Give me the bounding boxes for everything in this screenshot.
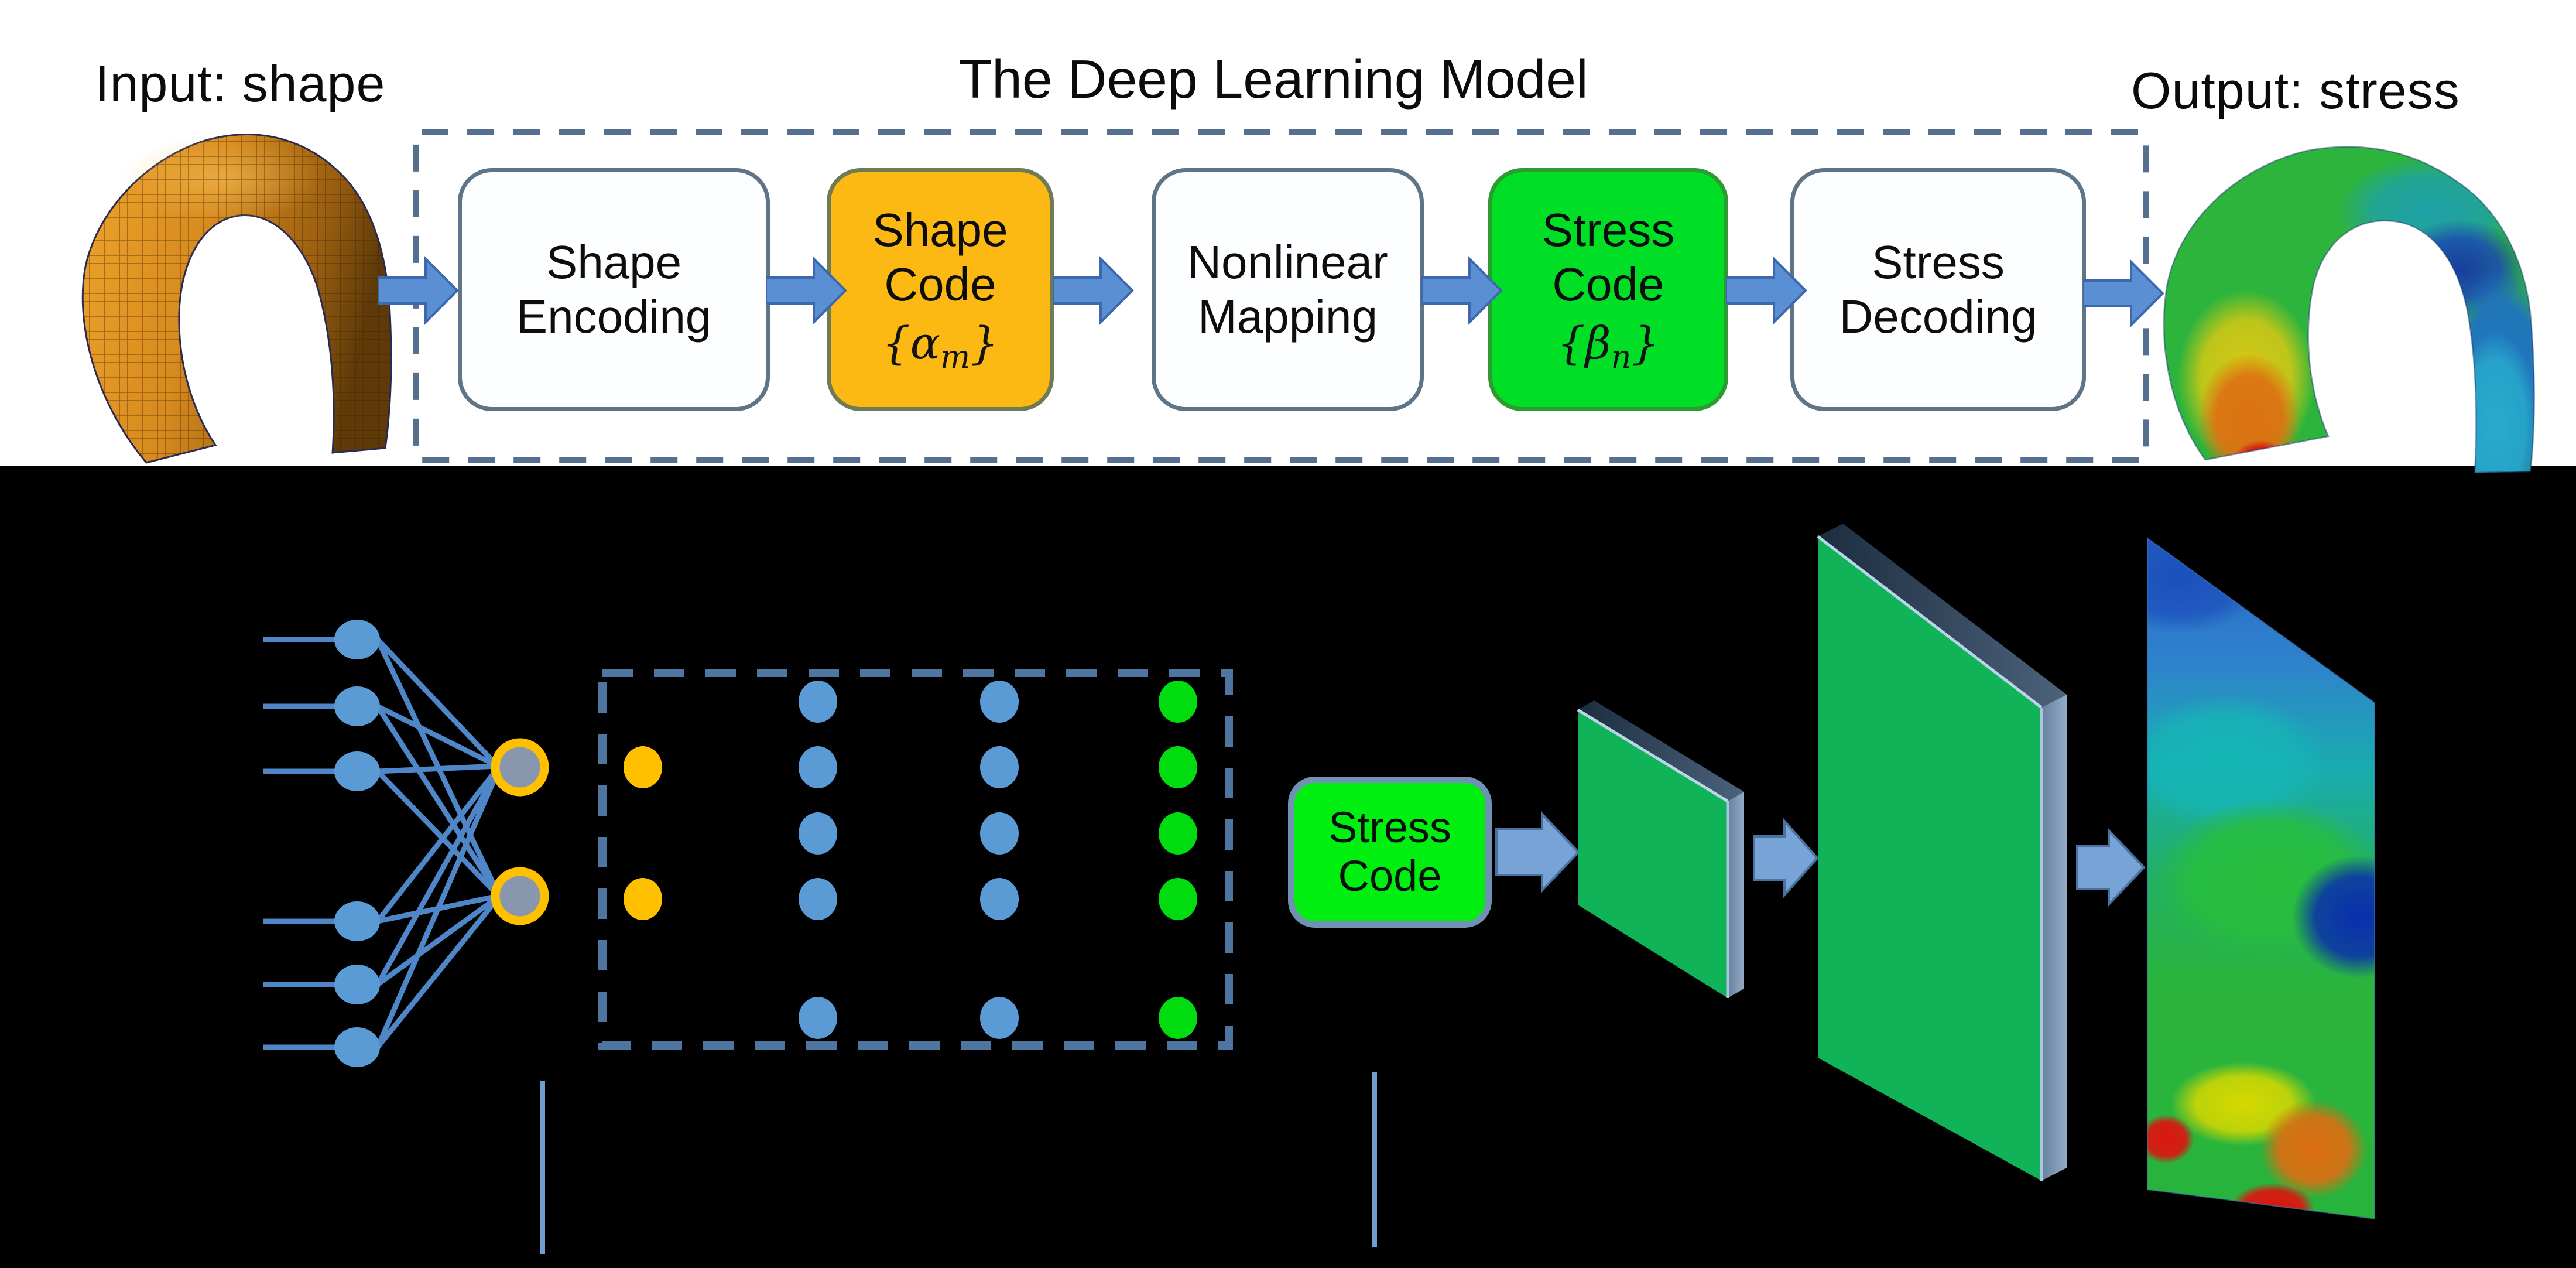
box-label-line: Stress [1542, 203, 1675, 256]
pipeline-panel: Input: shape The Deep Learning Model Out… [0, 0, 2576, 473]
figure-title: The Deep Learning Model [958, 49, 1588, 110]
input-shape-mesh [81, 134, 392, 464]
stress-code-chip: Stress Code [1288, 777, 1492, 928]
arrow-right-icon [1726, 256, 1807, 325]
annotation-line-right [1372, 1072, 1377, 1247]
alpha-code-symbol: {αm} [882, 317, 999, 376]
shape-code-column [624, 746, 662, 920]
box-label-line: Shape [546, 235, 682, 288]
arrow-right-icon [1053, 256, 1134, 325]
arrow-right-icon [378, 256, 459, 325]
arrow-right-icon [766, 256, 847, 325]
stress-decoding-box: Stress Decoding [1790, 168, 2086, 411]
box-label-line: Stress [1872, 235, 2005, 288]
shape-code-neurons [491, 738, 549, 925]
decoder-arrow-icon [1495, 811, 1580, 893]
beta-code-symbol: {βn} [1557, 317, 1660, 376]
mapping-node-grid [624, 681, 1197, 1039]
input-nodes [334, 620, 380, 1067]
output-stress-mesh [2163, 146, 2536, 473]
stress-code-column [1159, 681, 1197, 1039]
hidden-column-1 [799, 681, 837, 1039]
network-edges [263, 637, 501, 1050]
box-label-line: Code [1552, 258, 1664, 310]
chip-label-line: Code [1338, 852, 1442, 900]
box-label-line: Code [884, 258, 996, 310]
input-shape-label: Input: shape [95, 54, 386, 112]
shape-code-box: Shape Code {αm} [827, 168, 1054, 411]
chip-label-line: Stress [1328, 803, 1451, 852]
hidden-column-2 [980, 681, 1019, 1039]
decoder-arrow-icon [1753, 818, 1819, 898]
box-label-line: Decoding [1839, 290, 2037, 343]
box-label-line: Nonlinear [1187, 235, 1388, 288]
encoder-network [263, 620, 549, 1067]
stress-code-box: Stress Code {βn} [1488, 168, 1728, 411]
decoder-feature-panel-small [1577, 700, 1744, 998]
decoder-feature-panel-large [1817, 524, 2067, 1181]
box-label-line: Encoding [516, 290, 712, 343]
box-label-line: Mapping [1198, 290, 1378, 343]
box-label-line: Shape [872, 203, 1008, 256]
arrow-right-icon [2083, 259, 2164, 328]
output-stress-label: Output: stress [2131, 61, 2460, 119]
annotation-line-left [540, 1081, 545, 1254]
arrow-right-icon [1421, 256, 1503, 325]
decoder-arrow-icon [2076, 828, 2146, 907]
shape-encoding-box: Shape Encoding [458, 168, 770, 411]
decoder-graphics [1495, 524, 2375, 1220]
mapping-dashed-box [598, 669, 1233, 1050]
nonlinear-mapping-box: Nonlinear Mapping [1152, 168, 1424, 411]
